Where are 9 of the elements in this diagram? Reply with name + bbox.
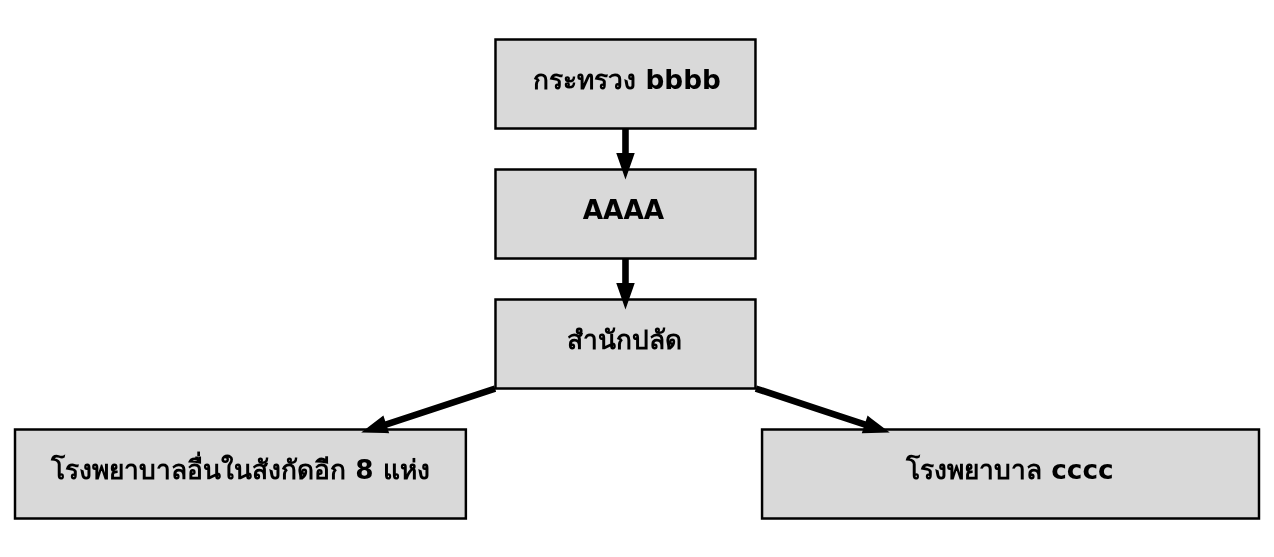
- node-box: โรงพยาบาล cccc: [760, 427, 1261, 520]
- node-box: สำนักปลัด: [494, 297, 757, 390]
- arrow: [361, 384, 497, 433]
- node-box: โรงพยาบาลอื่นในสังกัดอีก 8 แห่ง: [13, 427, 468, 520]
- arrow: [616, 128, 635, 179]
- arrow: [616, 258, 635, 309]
- node-box: AAAA: [494, 167, 757, 260]
- node-box: กระทรวง bbbb: [494, 37, 757, 130]
- arrow: [754, 384, 890, 433]
